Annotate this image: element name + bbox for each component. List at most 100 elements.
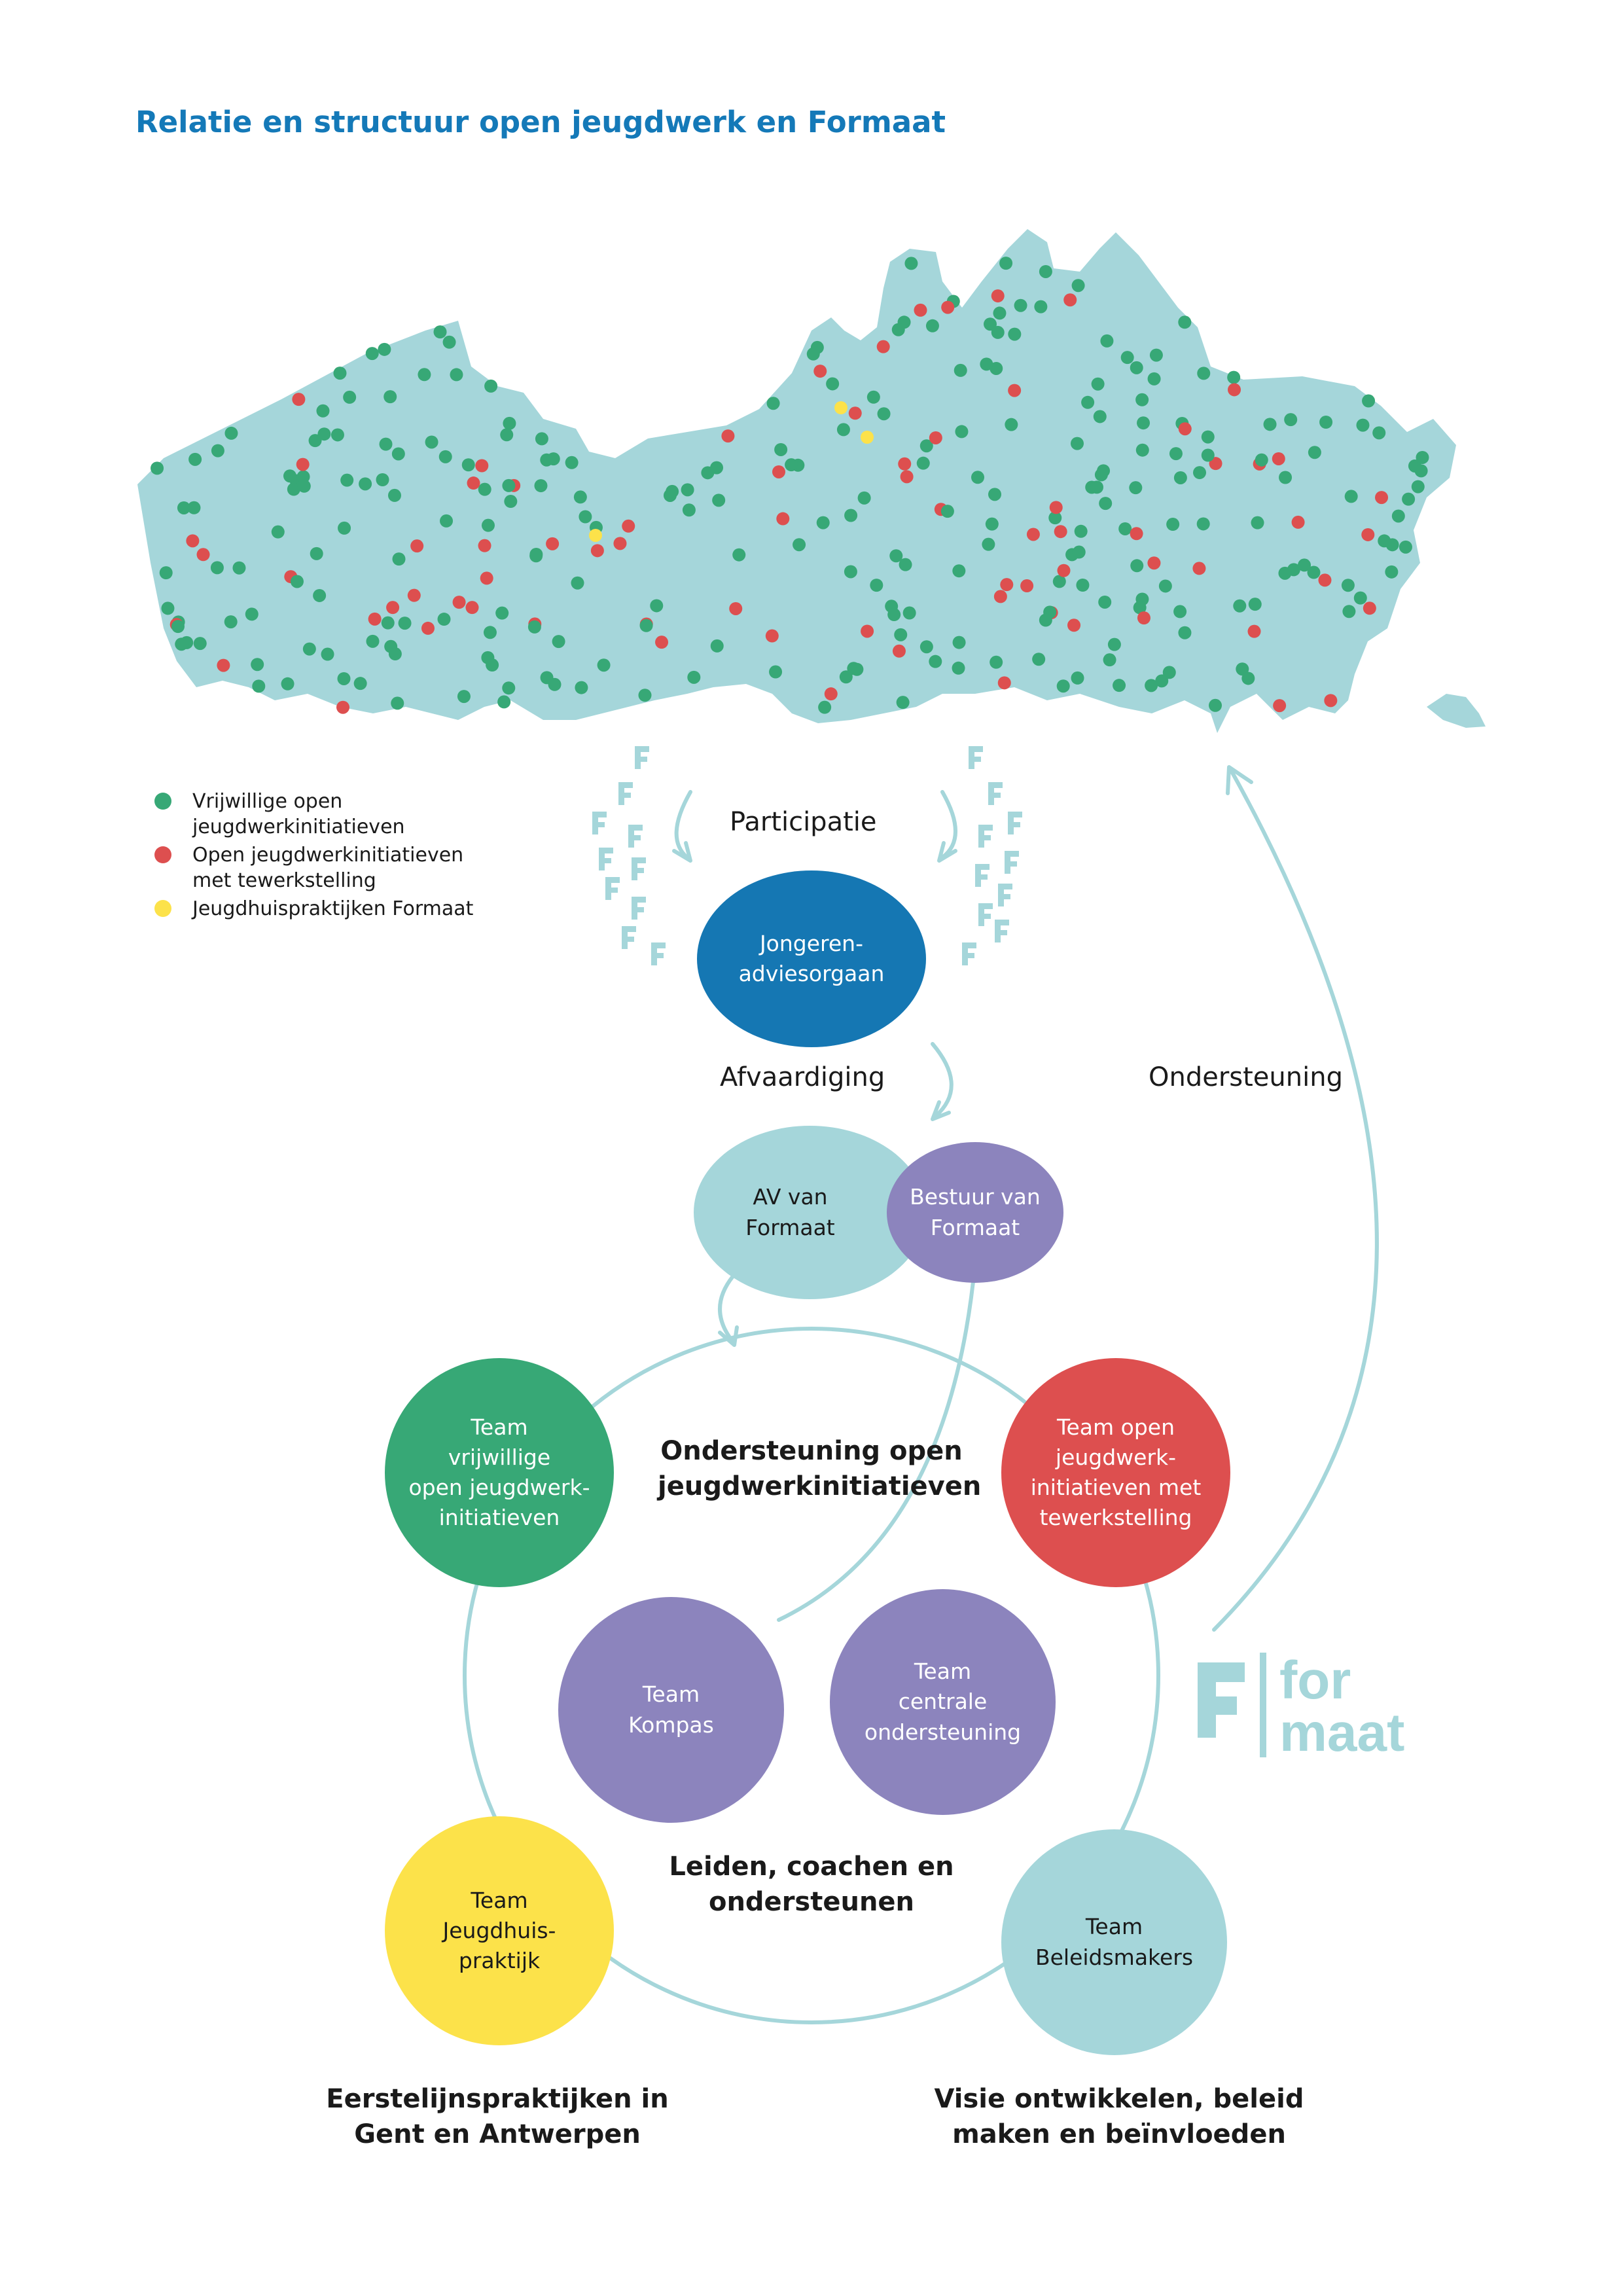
formaat-glyph-icon <box>978 825 993 848</box>
map-dot <box>500 428 514 442</box>
map-dot <box>891 323 905 336</box>
formaat-glyph-icon <box>998 884 1012 906</box>
map-dot <box>442 335 456 349</box>
map-dot <box>548 677 562 691</box>
map-dot <box>283 469 296 483</box>
map-dot <box>1273 699 1287 713</box>
formaat-glyph-icon <box>632 897 646 920</box>
map-dot <box>386 601 400 615</box>
node-team-tewerkstelling: Team open jeugdwerk- initiatieven met te… <box>1001 1358 1230 1587</box>
formaat-glyph-icon <box>651 942 666 965</box>
node-team-vrijwillig: Team vrijwillige open jeugdwerk- initiat… <box>385 1358 614 1587</box>
map-dot <box>410 539 424 553</box>
map-dot <box>1251 516 1264 529</box>
map-dot <box>806 347 820 361</box>
label-participatie: Participatie <box>730 807 877 837</box>
map-dot <box>1000 578 1014 592</box>
map-dot <box>1039 264 1052 278</box>
map-dot <box>465 601 479 615</box>
map-dot <box>732 548 746 562</box>
map-dot <box>900 470 914 484</box>
arrow-participatie-right-head <box>937 841 957 863</box>
map-dot <box>1247 624 1261 638</box>
map-dot <box>1344 490 1358 503</box>
map-dot <box>613 537 627 550</box>
map-dot <box>245 607 259 621</box>
formaat-glyph-icon <box>969 746 983 769</box>
arrow-kompas-to-bestuur <box>777 1261 977 1622</box>
map-dot <box>383 390 397 404</box>
legend-item-jeugdhuis: Jeugdhuispraktijken Formaat <box>154 896 473 922</box>
map-dot <box>440 514 454 528</box>
legend-item-tewerkstelling: Open jeugdwerkinitiatieven met tewerkste… <box>154 842 473 893</box>
map-dot <box>1291 515 1305 529</box>
map-dot <box>1147 556 1161 570</box>
map-dot <box>193 637 207 651</box>
map-dot <box>666 484 679 498</box>
map-dot <box>1107 637 1121 651</box>
map-dot <box>1196 517 1210 531</box>
map-dot <box>955 425 969 439</box>
map-dot <box>308 434 322 448</box>
label-afvaardiging: Afvaardiging <box>720 1062 885 1092</box>
map-dot <box>398 617 412 630</box>
map-dot <box>290 575 304 588</box>
node-bestuur-formaat: Bestuur van Formaat <box>887 1142 1063 1283</box>
map-dot <box>251 658 264 672</box>
map-dot <box>224 426 238 440</box>
map-dot <box>1272 452 1285 465</box>
map-dot <box>296 457 310 471</box>
map-dot <box>353 677 367 691</box>
map-dot <box>333 367 347 380</box>
map-dot <box>310 547 323 560</box>
map-dot <box>365 347 379 361</box>
map-dot <box>1414 464 1428 478</box>
map-dot <box>1178 626 1192 639</box>
map-dot <box>368 612 382 626</box>
legend-dot-red <box>154 846 171 863</box>
map-dot <box>1090 480 1103 494</box>
formaat-glyph-icon <box>599 848 613 870</box>
map-dot <box>952 636 966 649</box>
node-jongerenadviesorgaan: Jongeren- adviesorgaan <box>697 870 926 1047</box>
map-dot <box>1155 674 1169 688</box>
map-dot <box>1375 491 1389 505</box>
map-dot <box>502 478 516 492</box>
map-dot <box>177 501 190 514</box>
formaat-glyph-icon <box>605 877 620 900</box>
legend-item-vrijwillig: Vrijwillige open jeugdwerkinitiatieven <box>154 789 473 840</box>
map-dot <box>952 564 966 578</box>
map-dot <box>1192 562 1206 575</box>
map-dot <box>457 690 471 704</box>
map-dot <box>527 620 541 634</box>
map-dot <box>1100 334 1114 348</box>
map-dot <box>1324 694 1338 708</box>
map-dot <box>904 257 918 270</box>
map-dot <box>687 670 701 684</box>
map-dot <box>1307 565 1321 579</box>
map-dot <box>1209 457 1222 471</box>
map-dot <box>175 637 188 651</box>
arrow-av-to-circle <box>718 1274 735 1344</box>
map-dot <box>914 303 927 317</box>
map-dot <box>622 519 635 533</box>
map-dot <box>1173 471 1187 484</box>
map-dot <box>1227 370 1241 384</box>
map-dot <box>1298 558 1311 572</box>
map-dot <box>495 606 509 620</box>
map-dot <box>1228 383 1241 397</box>
label-leiden: Leiden, coachen en ondersteunen <box>669 1852 954 1917</box>
map-dot <box>1178 422 1192 436</box>
map-dot <box>1094 468 1108 482</box>
map-dot <box>534 479 548 493</box>
map-dot <box>785 458 798 472</box>
formaat-glyph-icon <box>618 782 633 805</box>
map-dot <box>478 539 491 552</box>
map-dot <box>481 518 495 532</box>
map-dot <box>1391 509 1405 523</box>
map-dot <box>590 544 604 558</box>
map-dot <box>1145 679 1158 692</box>
arrow-participatie-left-head <box>672 841 692 863</box>
map-dot <box>529 548 543 562</box>
